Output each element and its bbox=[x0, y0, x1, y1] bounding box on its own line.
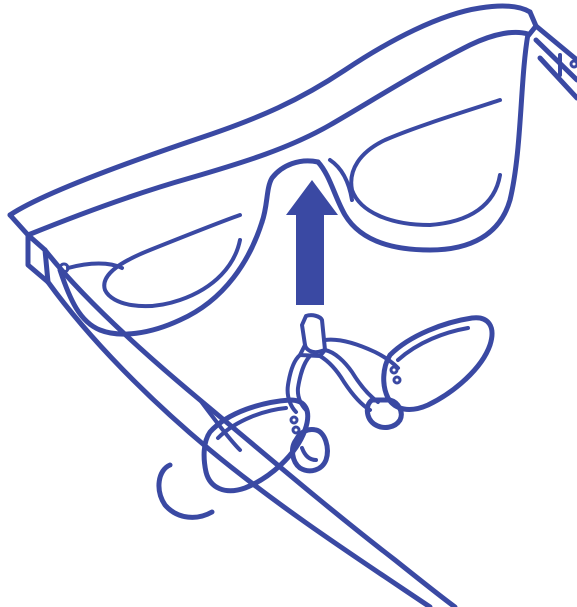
frame-front bbox=[10, 6, 536, 334]
insert-direction-arrow bbox=[286, 180, 338, 305]
right-hinge bbox=[528, 26, 577, 98]
nose-pad-clip bbox=[204, 315, 492, 490]
